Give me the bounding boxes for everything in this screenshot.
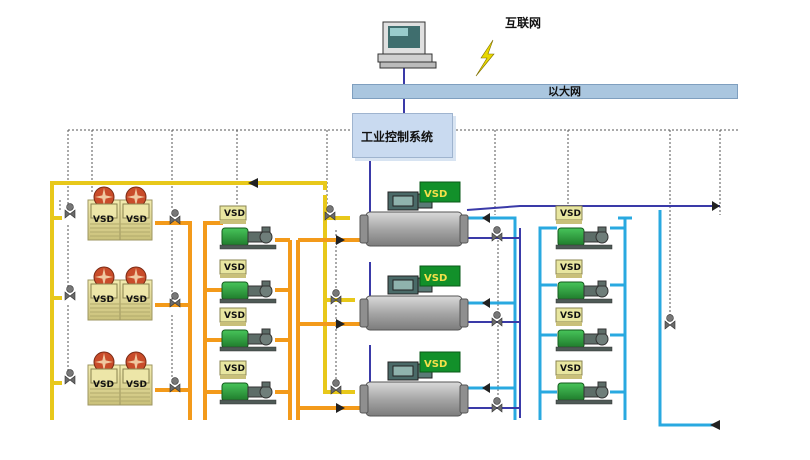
orange-loop [155,221,360,420]
ethernet-bar [352,84,738,99]
vsd-label: VSD [224,364,245,374]
vsd-label: VSD [93,215,114,225]
computer-icon [377,21,437,69]
vsd-label: VSD [224,263,245,273]
internet-label: 互联网 [505,16,542,30]
vsd-label: VSD [424,273,447,284]
pump-icon [555,205,613,405]
vsd-label: VSD [93,295,114,305]
chiller-vsd-labels: VSD VSD VSD [424,189,447,370]
ethernet-label: 以大网 [548,85,581,98]
vsd-label: VSD [424,189,447,200]
pump-icon [219,205,277,405]
industrial-control-system-label: 工业控制系统 [361,130,434,144]
vsd-label: VSD [224,209,245,219]
vsd-label: VSD [560,311,581,321]
vsd-label: VSD [424,359,447,370]
vsd-label: VSD [224,311,245,321]
vsd-label: VSD [126,380,147,390]
lightning-icon [475,39,495,77]
vsd-label: VSD [126,295,147,305]
vsd-labels: VSD VSD VSD VSD VSD VSD VSD VSD VSD VSD … [93,209,581,390]
vsd-label: VSD [560,263,581,273]
control-wiring [59,129,738,395]
vsd-label: VSD [560,209,581,219]
chiller-icon [359,181,469,417]
vsd-label: VSD [93,380,114,390]
vsd-label: VSD [560,364,581,374]
vsd-label: VSD [126,215,147,225]
industrial-control-system-box [352,113,453,158]
